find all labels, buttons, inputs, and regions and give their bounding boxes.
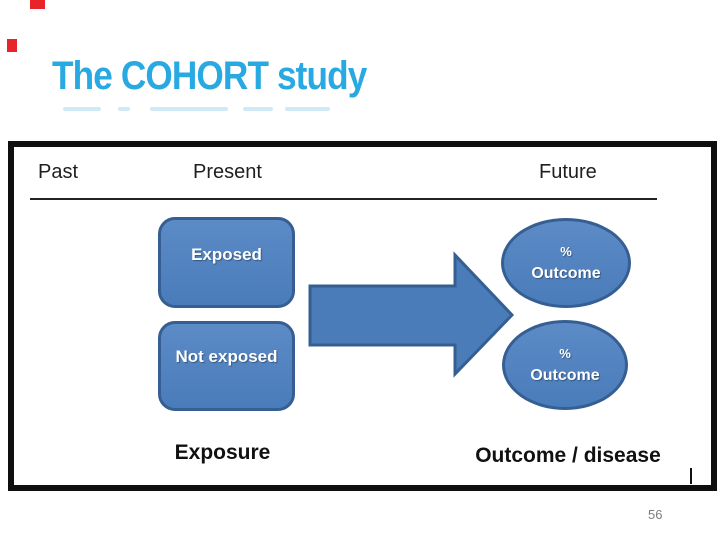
outcome-ellipse-bottom: % Outcome [502, 320, 628, 410]
red-scan-artifact [7, 39, 17, 52]
exposed-box: Exposed [158, 217, 295, 308]
not-exposed-box: Not exposed [158, 321, 295, 411]
timeline-label-present: Present [193, 161, 262, 183]
outcome-percent: % [559, 345, 571, 361]
scan-artifact-dash [243, 107, 273, 111]
scan-artifact-dash [63, 107, 101, 111]
page-number: 56 [648, 507, 663, 522]
scan-artifact-dash [118, 107, 130, 111]
timeline-label-future: Future [539, 161, 597, 183]
text-cursor-artifact [690, 468, 692, 484]
timeline-divider [30, 198, 657, 200]
exposure-axis-label: Exposure [174, 441, 271, 464]
page-title: The COHORT study [52, 54, 367, 98]
scan-artifact-dash [285, 107, 330, 111]
scan-artifact-dash [150, 107, 228, 111]
outcome-axis-label: Outcome / disease [475, 444, 661, 467]
timeline-label-past: Past [38, 161, 79, 183]
outcome-percent: % [560, 243, 572, 259]
red-scan-artifact [30, 0, 45, 9]
outcome-label: Outcome [531, 264, 601, 282]
outcome-ellipse-top: % Outcome [501, 218, 631, 308]
outcome-label: Outcome [530, 366, 600, 384]
diagram-frame [8, 141, 717, 491]
